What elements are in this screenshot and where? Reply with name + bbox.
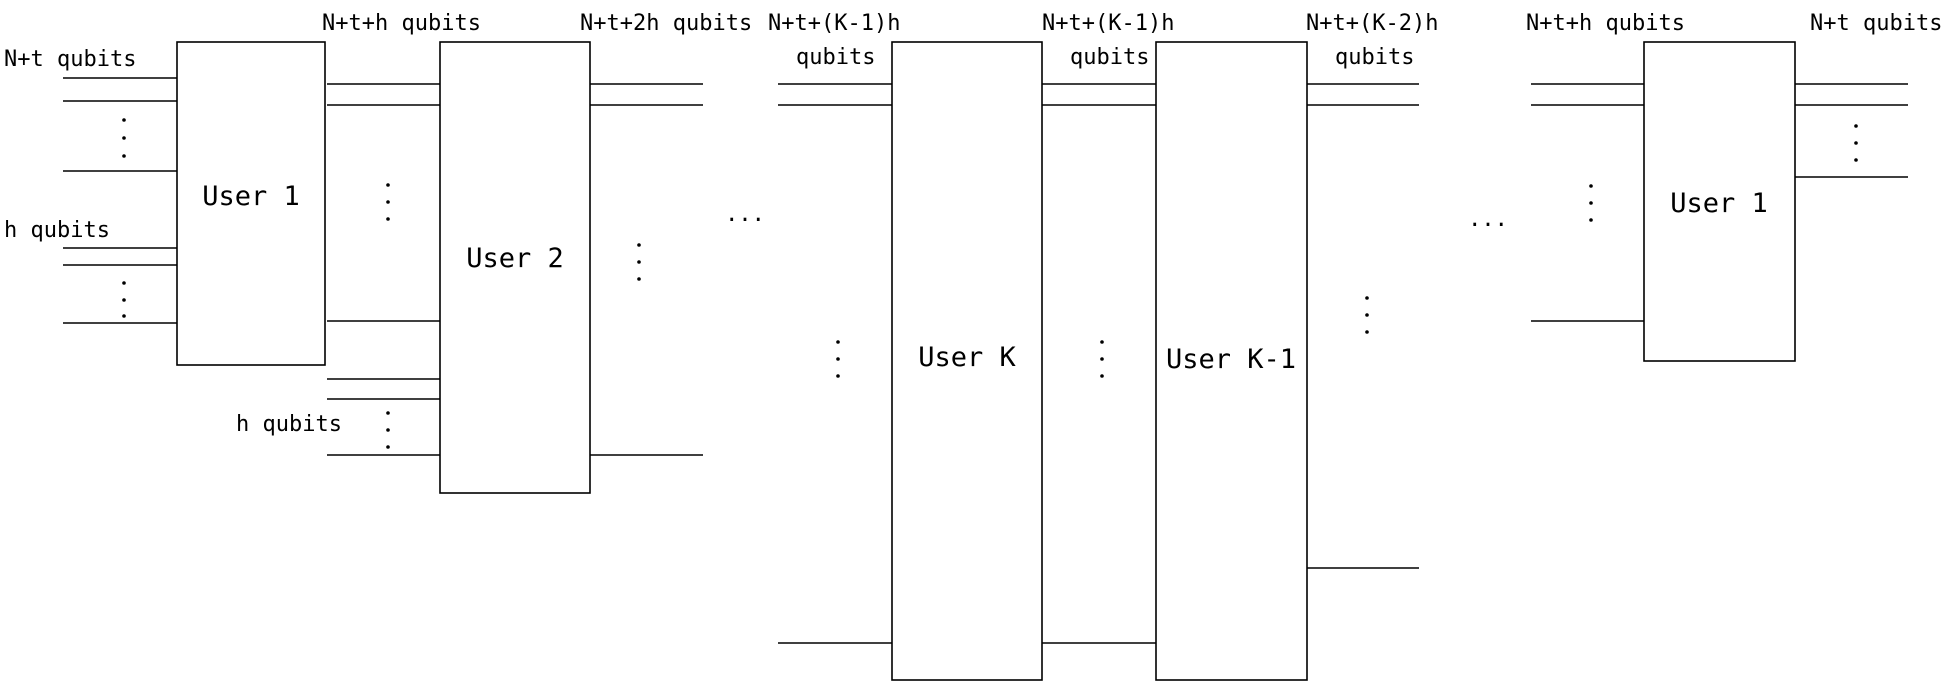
label-qubits-3: qubits [1335,45,1414,70]
block-user-2: User 2 [327,41,703,494]
block-user-1: User 1 [63,41,326,366]
vertical-ellipsis [1589,184,1593,222]
user-1-final-box [1643,41,1796,362]
horizontal-ellipsis: ... [1468,207,1508,232]
user-k-minus-1-label: User K-1 [1166,344,1296,375]
label-n-t-k1-h: N+t+(K-1)h [768,11,900,36]
vertical-ellipsis [836,340,840,378]
vertical-ellipsis [1854,124,1858,162]
label-qubits: qubits [796,45,875,70]
horizontal-ellipsis: ... [725,202,765,227]
user-1-label: User 1 [202,181,300,212]
user-k-box [891,41,1043,681]
user-k-minus-1-box [1155,41,1308,681]
label-n-t-qubits-2: N+t qubits [1810,11,1942,36]
label-n-t-h-qubits: N+t+h qubits [322,11,481,36]
label-n-t-h-qubits-2: N+t+h qubits [1526,11,1685,36]
user-2-label: User 2 [466,243,564,274]
label-h-qubits-2: h qubits [236,412,342,437]
vertical-ellipsis [1365,296,1369,334]
vertical-ellipsis [122,281,126,318]
user-2-box [439,41,591,494]
block-user-1-final: User 1 [1531,41,1908,362]
label-h-qubits: h qubits [4,218,110,243]
user-1-box [176,41,326,366]
vertical-ellipsis [386,183,390,221]
block-user-k: User K [778,41,1043,681]
label-n-t-2h-qubits: N+t+2h qubits [580,11,752,36]
label-qubits-2: qubits [1070,45,1149,70]
label-n-t-qubits: N+t qubits [4,47,136,72]
label-n-t-k2-h: N+t+(K-2)h [1306,11,1438,36]
vertical-ellipsis [637,243,641,281]
label-n-t-k1-h-2: N+t+(K-1)h [1042,11,1174,36]
user-k-label: User K [918,342,1016,373]
vertical-ellipses [122,118,1858,449]
vertical-ellipsis [1100,340,1104,378]
block-user-k-minus-1: User K-1 [1042,41,1419,681]
vertical-ellipsis [386,411,390,449]
user-1-final-label: User 1 [1670,188,1768,219]
vertical-ellipsis [122,118,126,158]
